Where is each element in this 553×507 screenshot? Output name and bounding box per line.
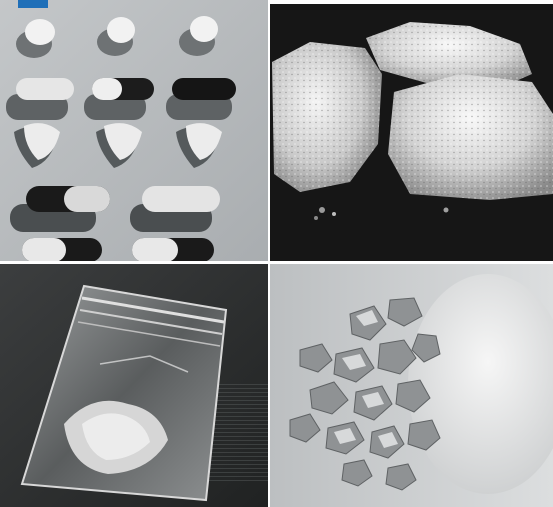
powder-pile [408, 274, 553, 494]
crystal-chunk-top [366, 22, 532, 88]
photo-crystal-chunks [270, 4, 553, 261]
photo-tablets-and-capsules [0, 0, 268, 261]
crystal-chunk-left [272, 42, 382, 192]
round-tablet [179, 16, 218, 56]
capsule [84, 78, 154, 120]
capsule [6, 78, 74, 120]
capsule [130, 186, 220, 232]
crystal-chunk-right [388, 74, 553, 200]
round-tablet [97, 17, 135, 56]
crystal-fragments [314, 207, 449, 220]
capsule [166, 78, 236, 120]
photo-plastic-bag [0, 264, 268, 507]
round-tablet [16, 19, 55, 58]
capsule [132, 238, 214, 261]
triangular-tablet [96, 123, 142, 168]
capsule [22, 238, 102, 261]
capsule [10, 186, 110, 232]
triangular-tablet [14, 123, 60, 168]
photo-crushed-rocks-and-powder [270, 264, 553, 507]
rock-highlights [334, 310, 398, 448]
triangular-tablet [176, 123, 222, 168]
bag-contents [64, 400, 168, 474]
corner-tab [18, 0, 48, 8]
